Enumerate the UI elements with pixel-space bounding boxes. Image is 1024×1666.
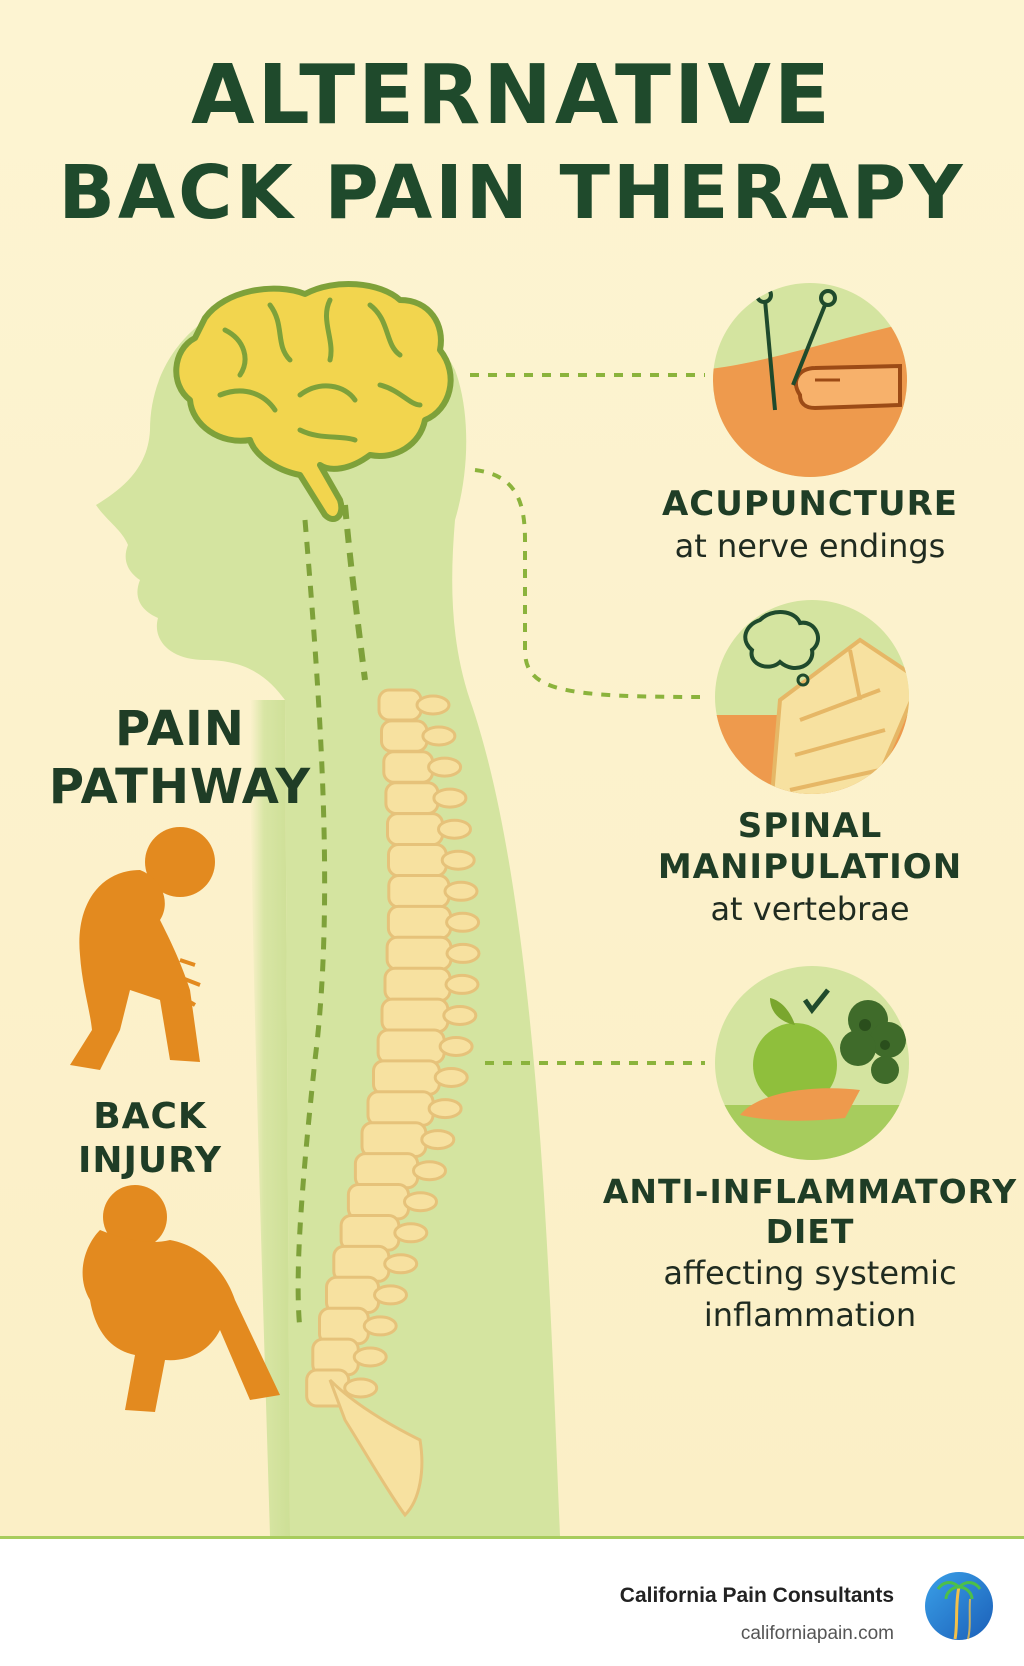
vertebra (387, 874, 451, 909)
sacrum (328, 1378, 424, 1518)
spinous-process (433, 1067, 469, 1088)
therapy-acupuncture: ACUPUNCTURE at nerve endings (600, 483, 1020, 567)
therapy-subtitle: at vertebrae (710, 890, 910, 928)
spinous-process (443, 880, 479, 902)
therapy-title: MANIPULATION (657, 847, 963, 887)
person-back-pain-icon (70, 827, 280, 1412)
spinous-process (415, 694, 451, 716)
spinous-process (442, 1005, 478, 1026)
vertebra (384, 781, 440, 816)
head-silhouette (96, 294, 560, 1536)
spinous-process (352, 1346, 388, 1368)
therapy-title: DIET (765, 1212, 855, 1251)
vertebra (353, 1152, 420, 1190)
back-injury-label: BACK INJURY (40, 1095, 260, 1183)
vertebra (382, 750, 435, 784)
spinous-process (445, 942, 481, 964)
therapy-subtitle: affecting systemic (663, 1254, 957, 1292)
therapy-title: SPINAL (737, 806, 883, 846)
spinous-process (445, 911, 481, 933)
vertebra (366, 1090, 435, 1127)
vertebra (385, 935, 453, 971)
vertebra (386, 812, 444, 847)
spine-icon (305, 688, 481, 1518)
spinous-process (412, 1160, 447, 1182)
spinous-process (421, 725, 457, 747)
vertebra (387, 843, 448, 878)
brain-icon (173, 281, 454, 522)
company-name: California Pain Consultants (619, 1584, 894, 1607)
spinous-process (438, 1036, 474, 1057)
therapy-anti-inflammatory-diet: ANTI-INFLAMMATORY DIET affecting systemi… (600, 1172, 1020, 1336)
footer: California Pain Consultants californiapa… (0, 1536, 1024, 1666)
spinous-process (373, 1284, 408, 1306)
spinous-process (432, 787, 468, 809)
spinous-process (343, 1377, 379, 1399)
pain-pathway-line-2: PATHWAY (48, 759, 312, 815)
spinous-process (393, 1222, 429, 1244)
spinous-process (427, 1098, 463, 1120)
vertebra (383, 966, 452, 1003)
vertebra (386, 904, 453, 940)
company-url[interactable]: californiapain.com (740, 1623, 894, 1644)
vertebra (360, 1121, 428, 1158)
vertebra (380, 719, 429, 753)
pain-pathway-label: PAIN PATHWAY (30, 700, 330, 816)
therapy-subtitle: at nerve endings (674, 527, 946, 565)
therapy-title: ANTI-INFLAMMATORY (602, 1172, 1018, 1211)
vertebra (372, 1059, 441, 1096)
spinous-process (362, 1315, 398, 1337)
spinous-process (427, 756, 463, 778)
spinous-process (420, 1129, 456, 1151)
acupuncture-icon (713, 283, 907, 477)
back-injury-line-2: INJURY (78, 1140, 222, 1181)
back-injury-line-1: BACK (93, 1096, 207, 1137)
anti-inflammatory-diet-icon (715, 966, 909, 1160)
title-line-1: ALTERNATIVE (191, 48, 833, 143)
nerve-pathways (295, 504, 368, 1331)
therapy-title: ACUPUNCTURE (661, 484, 958, 524)
therapy-connectors (470, 373, 705, 1065)
spinous-process (383, 1253, 419, 1275)
vertebra (376, 1028, 446, 1065)
vertebra (380, 997, 450, 1034)
vertebra (346, 1183, 410, 1221)
palm-tree-logo-icon (925, 1572, 993, 1640)
vertebra (377, 688, 423, 722)
therapy-subtitle: inflammation (703, 1296, 917, 1334)
spinous-process (403, 1191, 438, 1213)
anatomy-scene (70, 281, 909, 1536)
spinal-manipulation-icon (715, 600, 909, 794)
spinous-process (444, 973, 480, 995)
title-line-2: BACK PAIN THERAPY (58, 150, 966, 236)
pain-pathway-line-1: PAIN (115, 701, 245, 757)
therapy-spinal-manipulation: SPINAL MANIPULATION at vertebrae (600, 806, 1020, 930)
spinous-process (440, 849, 476, 871)
spinous-process (437, 818, 472, 840)
